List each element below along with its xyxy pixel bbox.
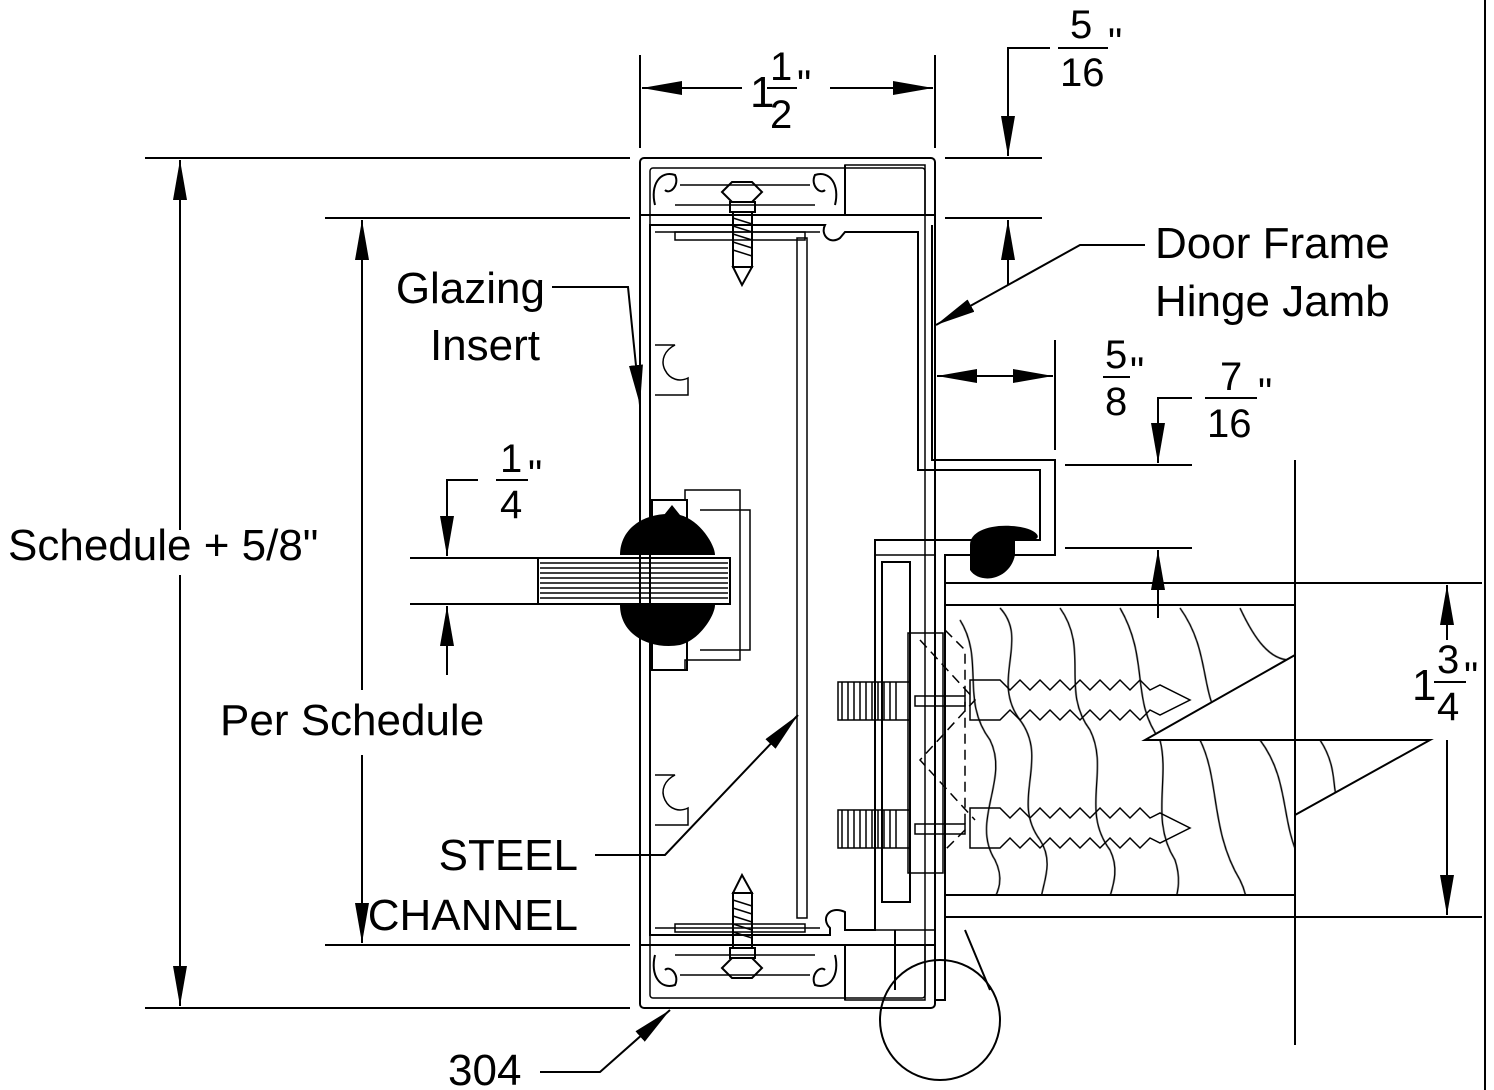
steel-channel	[674, 231, 808, 933]
label-hinge-jamb: Hinge Jamb	[1155, 277, 1390, 326]
dim-1-1-2-unit: "	[797, 63, 811, 107]
screw-bottom	[720, 872, 764, 979]
dim-7-16-den: 16	[1207, 402, 1252, 446]
label-door-frame: Door Frame	[1155, 219, 1390, 268]
dim-7-16-unit: "	[1258, 371, 1272, 415]
label-schedule: Schedule + 5/8"	[8, 521, 318, 570]
dimension-lines	[145, 0, 1486, 1090]
dim-1-3-4-unit: "	[1464, 655, 1478, 699]
hinge-jamb-profile	[649, 224, 1056, 1001]
label-glazing: Glazing	[396, 264, 545, 313]
dim-1-3-4-den: 4	[1437, 685, 1459, 729]
dim-1-3-4: 1 3 4 "	[1412, 638, 1478, 729]
dim-1-1-2: 1 1 2 "	[750, 45, 811, 137]
hinge-knuckle	[879, 929, 1001, 1081]
wood-screws	[837, 678, 1192, 850]
leader-lines	[540, 244, 1145, 1073]
bumper-gasket	[970, 525, 1038, 579]
label-insert: Insert	[430, 321, 540, 370]
dim-1-1-2-den: 2	[770, 93, 792, 137]
label-part-number: 304	[448, 1046, 521, 1090]
dim-5-16-num: 5	[1070, 3, 1092, 47]
main-frame-profile	[639, 157, 936, 1009]
dim-1-1-2-num: 1	[770, 45, 792, 89]
dim-7-16: 7 16 "	[1205, 355, 1272, 446]
dim-1-4: 1 4 "	[496, 437, 542, 527]
screw-top	[720, 181, 764, 288]
label-channel: CHANNEL	[368, 891, 578, 940]
dim-5-16-den: 16	[1060, 51, 1105, 95]
dim-1-3-4-num: 3	[1437, 638, 1459, 682]
dim-1-4-num: 1	[500, 437, 522, 481]
dim-5-16: 5 16 "	[1058, 3, 1122, 95]
door-leaf	[918, 460, 1482, 1045]
dim-7-16-num: 7	[1220, 355, 1242, 399]
dim-1-4-den: 4	[500, 483, 522, 527]
dim-5-8-den: 8	[1105, 380, 1127, 424]
label-steel: STEEL	[439, 831, 578, 880]
dim-1-3-4-whole: 1	[1412, 661, 1436, 710]
dim-5-16-unit: "	[1108, 21, 1122, 65]
label-per-schedule: Per Schedule	[220, 696, 484, 745]
dim-5-8-num: 5	[1105, 333, 1127, 377]
annotation-labels: Glazing Insert Door Frame Hinge Jamb Sch…	[8, 219, 1390, 1090]
dim-1-4-unit: "	[528, 453, 542, 497]
dim-5-8: 5 8 "	[1103, 333, 1144, 424]
glazing-assembly	[410, 489, 751, 671]
dim-5-8-unit: "	[1130, 350, 1144, 394]
dim-1-1-2-whole: 1	[750, 68, 774, 117]
hinge-leaf	[874, 554, 944, 931]
